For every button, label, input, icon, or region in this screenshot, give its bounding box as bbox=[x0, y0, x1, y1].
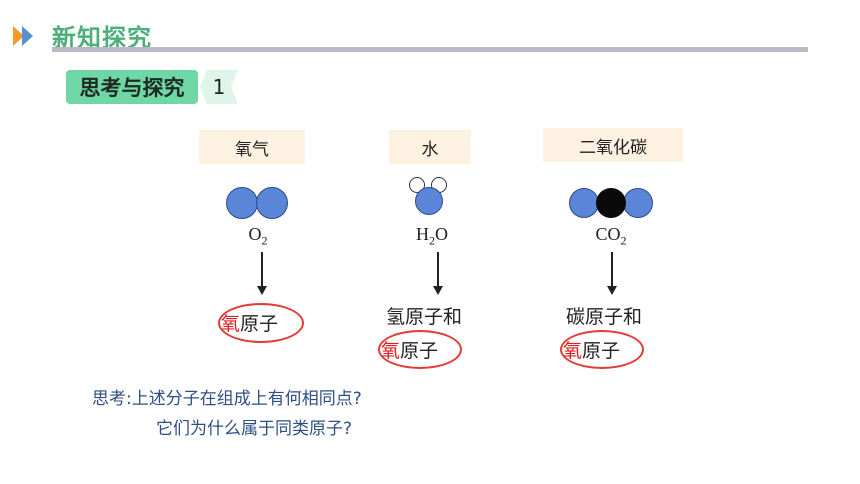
molecule-label-oxygen: 氧气 bbox=[199, 130, 305, 164]
result-carbon-dioxide: 氧原子 bbox=[563, 336, 620, 363]
formula-subscript: 2 bbox=[429, 233, 435, 248]
carbon-atom bbox=[596, 188, 626, 218]
formula-base: H bbox=[416, 224, 429, 244]
result-rest: 原子 bbox=[400, 340, 439, 362]
oxygen-atom bbox=[569, 188, 599, 218]
oxygen-atom bbox=[256, 187, 288, 219]
header-arrow-orange-icon bbox=[13, 26, 24, 46]
arrow-head-icon bbox=[257, 286, 267, 295]
formula-subscript: 2 bbox=[261, 233, 268, 248]
formula-rest: O bbox=[435, 224, 448, 244]
formula-base: CO bbox=[595, 224, 621, 244]
highlight-circle bbox=[378, 330, 462, 369]
section-label: 思考与探究 bbox=[66, 70, 198, 104]
result-rest: 原子 bbox=[582, 340, 621, 362]
question-line2: 它们为什么属于同类原子? bbox=[156, 419, 353, 439]
formula-base: O bbox=[248, 224, 262, 244]
formula-subscript: 2 bbox=[620, 233, 627, 248]
result-water: 氧原子 bbox=[381, 336, 438, 363]
oxygen-char: 氧 bbox=[381, 340, 401, 362]
section-number-text: 1 bbox=[212, 75, 226, 99]
formula-water: H2O bbox=[392, 224, 472, 249]
result-rest: 原子 bbox=[240, 313, 279, 335]
molecule-label-water: 水 bbox=[389, 130, 471, 164]
molecule-label-carbon-dioxide: 二氧化碳 bbox=[543, 128, 683, 162]
arrow-down-water bbox=[437, 252, 439, 288]
arrow-head-icon bbox=[433, 286, 443, 295]
water-molecule-model bbox=[407, 175, 451, 219]
oxygen-molecule-model bbox=[226, 187, 290, 219]
oxygen-atom bbox=[415, 187, 443, 215]
section-label-text: 思考与探究 bbox=[79, 76, 185, 100]
oxygen-char: 氧 bbox=[563, 340, 583, 362]
highlight-circle bbox=[560, 330, 644, 369]
section-number-badge: 1 bbox=[200, 70, 238, 104]
result-oxygen: 氧原子 bbox=[221, 309, 278, 336]
arrow-head-icon bbox=[607, 286, 617, 295]
carbon-dioxide-molecule-model bbox=[569, 188, 655, 218]
oxygen-atom bbox=[623, 188, 653, 218]
oxygen-atom bbox=[226, 187, 258, 219]
formula-carbon-dioxide: CO2 bbox=[571, 224, 651, 249]
header-divider bbox=[52, 47, 808, 52]
header-arrow-blue-icon bbox=[22, 26, 33, 46]
question-prefix: 思考: bbox=[92, 389, 132, 409]
result-line1-carbon-dioxide: 碳原子和 bbox=[566, 306, 643, 328]
highlight-circle bbox=[218, 303, 304, 343]
question-line1: 思考:上述分子在组成上有何相同点? bbox=[92, 384, 362, 409]
result-line1-water: 氢原子和 bbox=[386, 306, 463, 328]
formula-oxygen: O2 bbox=[218, 224, 298, 249]
arrow-down-oxygen bbox=[261, 252, 263, 288]
oxygen-char: 氧 bbox=[221, 313, 241, 335]
arrow-down-carbon-dioxide bbox=[611, 252, 613, 288]
question-text-1: 上述分子在组成上有何相同点? bbox=[131, 389, 362, 409]
